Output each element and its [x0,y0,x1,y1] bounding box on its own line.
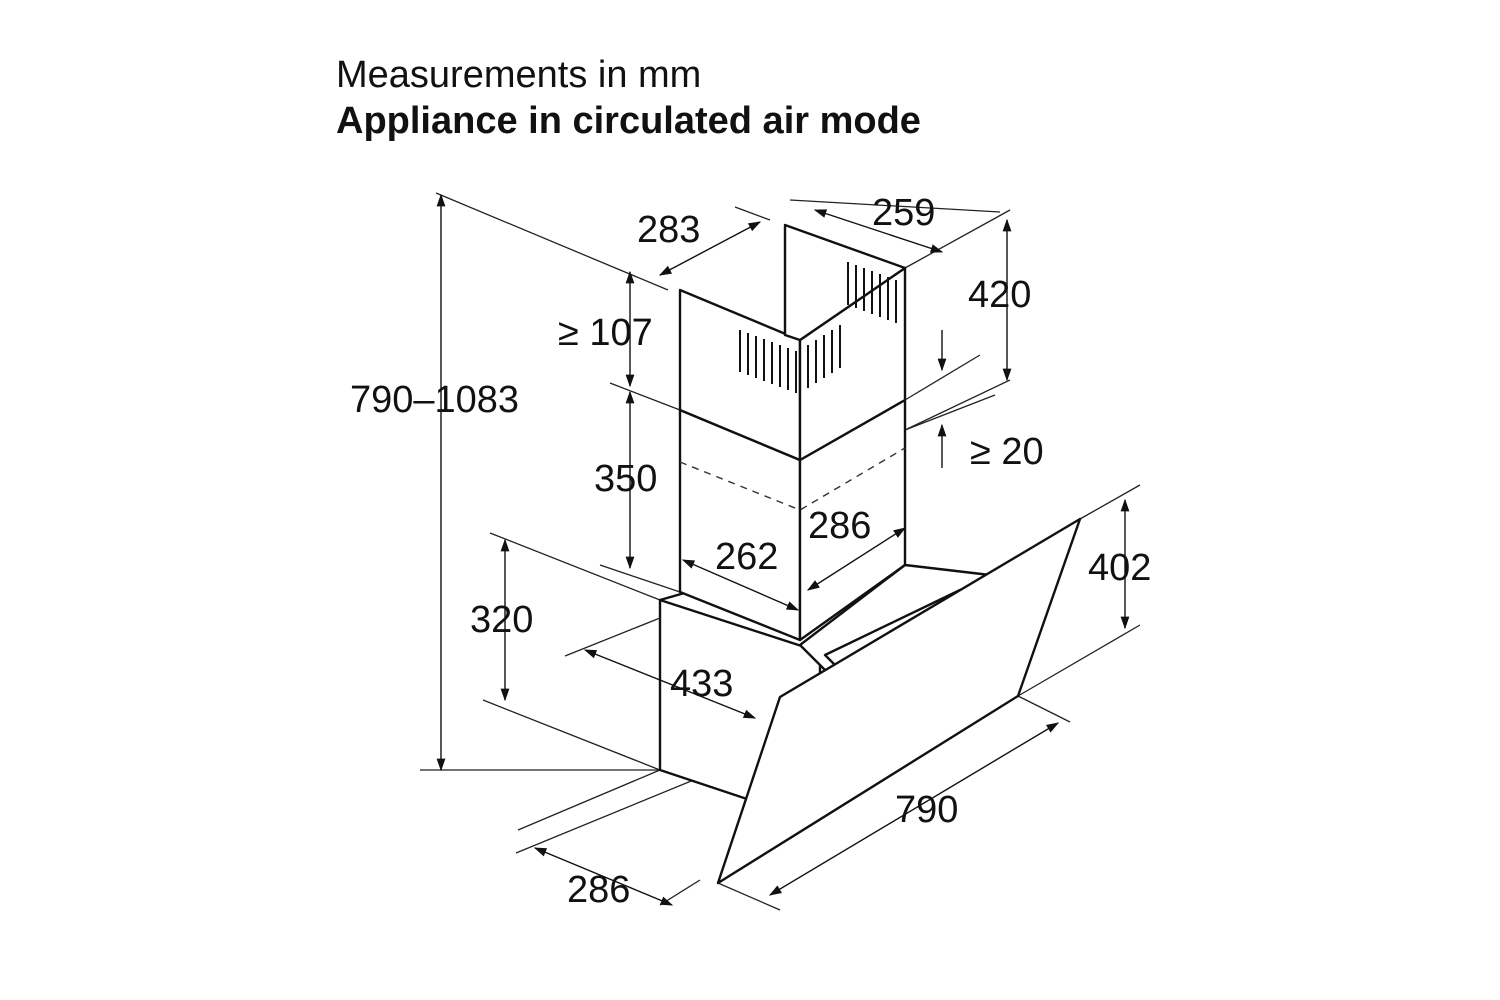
dim-total-height: 790–1083 [350,379,519,421]
dimension-arrows [436,193,1130,906]
dim-bottom-depth: 286 [567,869,630,911]
diagram-title: Appliance in circulated air mode [336,100,921,142]
dim-body-depth: 433 [670,663,733,705]
dim-chimney-lower-height: 350 [594,458,657,500]
dim-body-height: 320 [470,599,533,641]
dim-chimney-lower-width: 286 [808,505,871,547]
dim-ceiling-gap: ≥ 107 [558,312,653,354]
vent-slots-front [739,330,797,393]
dim-appliance-width: 790 [895,789,958,831]
chimney-overlap-hidden-line [679,447,906,511]
title-block: Measurements in mm Appliance in circulat… [336,56,921,140]
dim-chimney-upper-height: 420 [968,274,1031,316]
dimension-labels: 790–1083 283 259 420 ≥ 107 350 ≥ 20 286 … [350,192,1151,911]
vent-slots-side [807,262,897,388]
dim-chimney-lower-depth: 262 [715,536,778,578]
dim-panel-height: 402 [1088,547,1151,589]
dim-chimney-overlap: ≥ 20 [970,431,1044,473]
dim-chimney-upper-width: 259 [872,192,935,234]
measurement-unit-note: Measurements in mm [336,54,702,96]
dim-chimney-upper-depth: 283 [637,209,700,251]
extension-lines [420,192,1141,911]
